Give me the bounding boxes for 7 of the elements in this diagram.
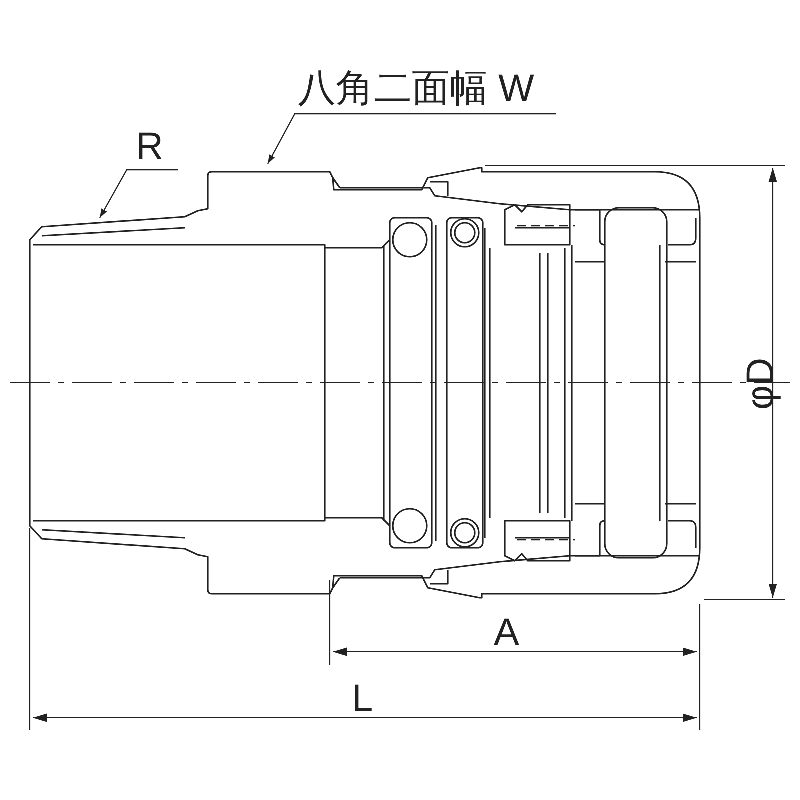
part-label: R [136, 128, 164, 166]
dimension-label: L [352, 680, 374, 718]
dimension-label: A [494, 614, 520, 652]
part-label: 八角二面幅 W [298, 70, 534, 108]
dimension-label: φD [742, 358, 780, 410]
leader-line [267, 113, 556, 164]
leader-line [99, 169, 178, 218]
